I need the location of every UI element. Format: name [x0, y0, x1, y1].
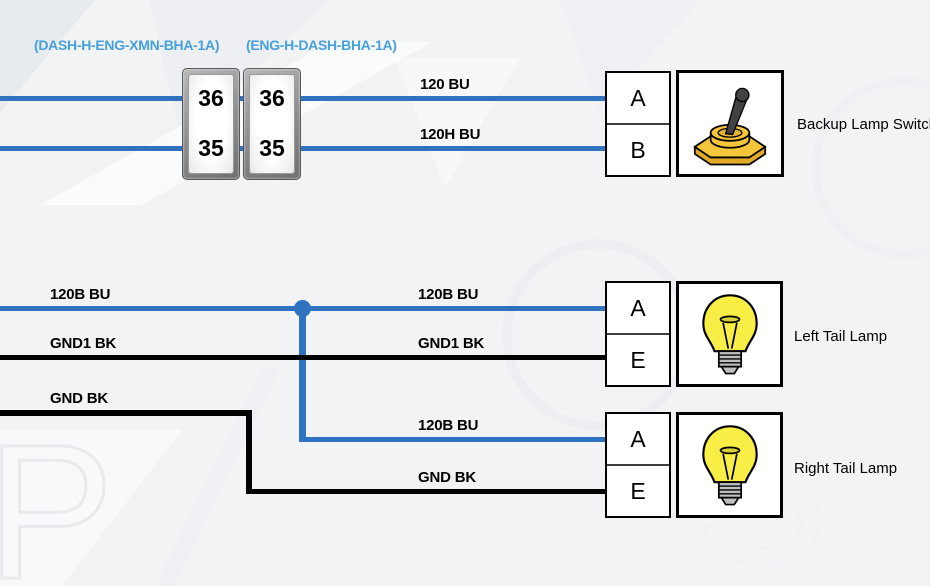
inline-connector-right-cavity [249, 74, 295, 174]
wire-label-gnd-bk-left: GND BK [50, 390, 108, 407]
pin-e: E [607, 333, 669, 385]
harness-label-eng-h-dash: (ENG-H-DASH-BHA-1A) [246, 37, 397, 53]
wire-junction-dot [294, 300, 311, 317]
pin-number-36: 36 [198, 85, 224, 111]
pin-box-left-tail-lamp: A E [605, 281, 671, 387]
light-bulb-icon [701, 294, 758, 375]
svg-text:P: P [0, 404, 114, 586]
pin-a: A [630, 425, 646, 452]
pin-number-36: 36 [259, 85, 285, 111]
wire-120hbu-connector-stub [236, 146, 246, 151]
pin-number-35: 35 [259, 135, 285, 161]
pin-number-35: 35 [198, 135, 224, 161]
harness-label-dash-h-eng: (DASH-H-ENG-XMN-BHA-1A) [34, 37, 220, 53]
wire-label-120b-bu-branch: 120B BU [418, 417, 479, 434]
wire-label-gnd1-bk-left: GND1 BK [50, 335, 117, 352]
toggle-switch-icon [693, 87, 767, 165]
wire-label-120b-bu-right: 120B BU [418, 286, 479, 303]
wire-gnd-bk-bottom-segment [246, 489, 605, 494]
pin-a: A [630, 84, 646, 111]
wire-120hbu-right-segment [297, 146, 605, 151]
wire-120bu-connector-stub [236, 96, 246, 101]
light-bulb-icon [701, 425, 758, 506]
pin-e: E [607, 464, 669, 516]
right-tail-lamp-box [676, 412, 783, 518]
pin-a: A [630, 294, 646, 321]
wire-gnd-bk-vertical-segment [246, 410, 252, 494]
wire-120bu-right-segment [297, 96, 605, 101]
wire-gnd-bk-top-segment [0, 410, 252, 416]
wire-label-gnd-bk-right: GND BK [418, 469, 476, 486]
pin-box-right-tail-lamp: A E [605, 412, 671, 518]
pin-box-backup-lamp-switch: A B [605, 71, 671, 177]
wire-120b-bu-branch-horizontal [299, 437, 605, 442]
wire-label-gnd1-bk-right: GND1 BK [418, 335, 485, 352]
wire-gnd1-bk [0, 355, 605, 360]
inline-connector-left: 36 35 [182, 68, 240, 180]
wire-label-120b-bu-left: 120B BU [50, 286, 111, 303]
inline-connector-left-cavity [188, 74, 234, 174]
wire-label-120h-bu: 120H BU [420, 126, 481, 143]
left-tail-lamp-box [676, 281, 783, 387]
backup-lamp-switch-label: Backup Lamp Switch [797, 116, 930, 133]
pin-b: B [607, 123, 669, 175]
wire-120b-bu-branch-vertical [299, 306, 306, 442]
wire-120bu-left-segment [0, 96, 184, 101]
backup-lamp-switch-box [676, 70, 784, 177]
right-tail-lamp-label: Right Tail Lamp [794, 460, 898, 477]
left-tail-lamp-label: Left Tail Lamp [794, 328, 888, 345]
wire-120hbu-left-segment [0, 146, 184, 151]
inline-connector-right: 36 35 [243, 68, 301, 180]
wire-label-120-bu: 120 BU [420, 76, 470, 93]
